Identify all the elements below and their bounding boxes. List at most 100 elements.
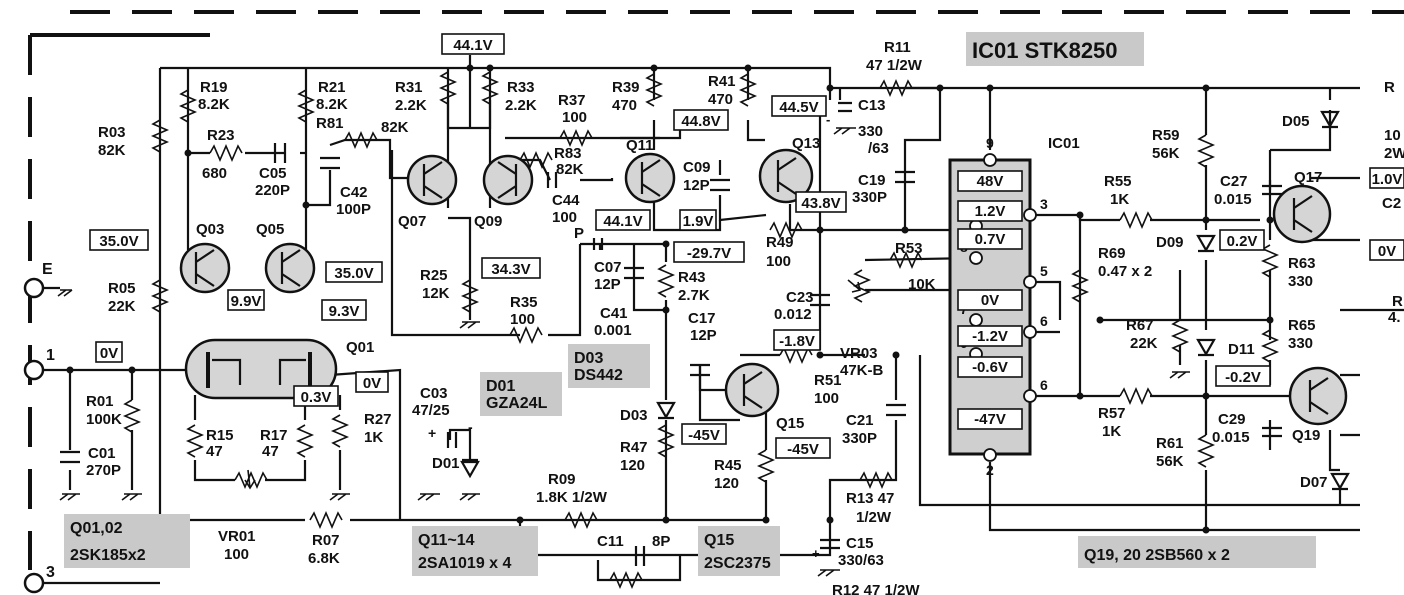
- voltage-tag: 35.0V: [89, 229, 149, 251]
- component-label: P: [574, 225, 584, 242]
- component-label: 1K: [1110, 191, 1129, 208]
- voltage-tag-text: -0.2V: [1225, 369, 1261, 386]
- component-label: VR03: [840, 345, 878, 362]
- parts-note-line1: Q15: [704, 532, 734, 549]
- component-label: C07: [594, 259, 622, 276]
- component-label: Q11: [626, 137, 654, 154]
- voltage-tag-box: [681, 423, 727, 445]
- component-label: C13: [858, 97, 886, 114]
- parts-note-line2: 2SC2375: [704, 555, 771, 572]
- voltage-tag: 34.3V: [481, 257, 541, 279]
- transistor-q15: [724, 362, 780, 418]
- parts-note-shade: [1078, 536, 1316, 568]
- component-label: R: [1392, 293, 1403, 310]
- voltage-tag: 9.3V: [321, 299, 367, 321]
- voltage-tag-box: [227, 289, 265, 311]
- component-label: 100: [510, 311, 535, 328]
- component-label: R63: [1288, 255, 1316, 272]
- ic-pin: [1023, 389, 1037, 403]
- component-label: R55: [1104, 173, 1132, 190]
- parts-note-shade: [64, 514, 190, 568]
- parts-note-shade: [568, 344, 650, 388]
- voltage-tag-box: [1215, 365, 1271, 387]
- component-label: C21: [846, 412, 874, 429]
- component-label: 47/25: [412, 402, 450, 419]
- voltage-tag-box: [1369, 167, 1404, 189]
- voltage-tag-text: 1.9V: [683, 213, 714, 230]
- component-label: C27: [1220, 173, 1248, 190]
- junction-dots: [66, 64, 1274, 534]
- ic-voltage-box: [957, 356, 1023, 378]
- component-label: Q07: [398, 213, 426, 230]
- voltage-tag: 0V: [95, 341, 123, 363]
- component-label: 470: [612, 97, 637, 114]
- ic-voltage-box: [957, 408, 1023, 430]
- transistor-q01: [184, 338, 338, 400]
- component-label: 8.2K: [316, 96, 348, 113]
- component-label: 12K: [422, 285, 450, 302]
- ic-pin-number: 6: [1040, 313, 1048, 329]
- component-label: 47: [262, 443, 279, 460]
- voltage-tag-text: 44.5V: [779, 99, 818, 116]
- terminal: [23, 277, 45, 299]
- voltage-tag-box: [441, 33, 505, 55]
- voltage-tag: -1.8V: [773, 329, 821, 351]
- component-label: 330P: [842, 430, 877, 447]
- component-label: D11: [1228, 341, 1255, 358]
- component-label: D05: [1282, 113, 1310, 130]
- component-label: Q17: [1294, 169, 1322, 186]
- component-label: R59: [1152, 127, 1180, 144]
- ic-pin: [969, 251, 983, 265]
- parts-note-line2: DS442: [574, 367, 623, 384]
- component-label: 0.015: [1214, 191, 1252, 208]
- component-label: R21: [318, 79, 346, 96]
- component-label: 10K: [908, 276, 936, 293]
- transistor-q11: [624, 152, 676, 204]
- component-label: 12P: [690, 327, 717, 344]
- component-label: 270P: [86, 462, 121, 479]
- voltage-tag-text: 0V: [100, 345, 118, 362]
- component-label: D03: [620, 407, 648, 424]
- parts-note-line1: D03: [574, 350, 603, 367]
- parts-note-shade: [412, 526, 538, 576]
- component-label: VR01: [218, 528, 256, 545]
- ic-pin: [983, 448, 997, 462]
- voltage-tag: 44.5V: [771, 95, 827, 117]
- component-label: R65: [1288, 317, 1316, 334]
- component-label: 330/63: [838, 552, 884, 569]
- terminal-label: E: [42, 261, 53, 278]
- component-label: R11: [884, 39, 911, 56]
- component-label: D09: [1156, 234, 1184, 251]
- component-label: 220P: [255, 182, 290, 199]
- ic-voltage-text: -1.2V: [972, 328, 1008, 345]
- terminals: E13: [23, 261, 55, 594]
- component-label: 4.: [1388, 309, 1401, 326]
- ic-pin-number: 6: [1040, 377, 1048, 393]
- component-label: 100: [552, 209, 577, 226]
- component-label: C41: [600, 305, 628, 322]
- voltage-tag-text: 1.0V: [1372, 171, 1403, 188]
- voltage-tag: 0V: [1369, 239, 1404, 261]
- ic-pin: [983, 153, 997, 167]
- voltage-tag: -45V: [681, 423, 727, 445]
- voltage-tag-box: [595, 209, 651, 231]
- component-label: C05: [259, 165, 287, 182]
- transistor-q13: [758, 148, 814, 204]
- ic-voltage-text: 0V: [981, 292, 999, 309]
- component-label: 1K: [364, 429, 383, 446]
- voltage-tag: 9.9V: [227, 289, 265, 311]
- ic-voltage-box: [957, 325, 1023, 347]
- component-label: C44: [552, 192, 580, 209]
- component-label: 22K: [108, 298, 136, 315]
- voltage-tag: 43.8V: [795, 191, 847, 213]
- ic-voltage-text: -0.6V: [972, 359, 1008, 376]
- ground-symbols: [57, 127, 1190, 577]
- component-label: 2W: [1384, 145, 1404, 162]
- polarity-marks: - + - +: [428, 112, 830, 561]
- terminal-label: 1: [46, 347, 55, 364]
- terminal: [23, 572, 45, 594]
- parts-note-line1: Q01,02: [70, 520, 123, 537]
